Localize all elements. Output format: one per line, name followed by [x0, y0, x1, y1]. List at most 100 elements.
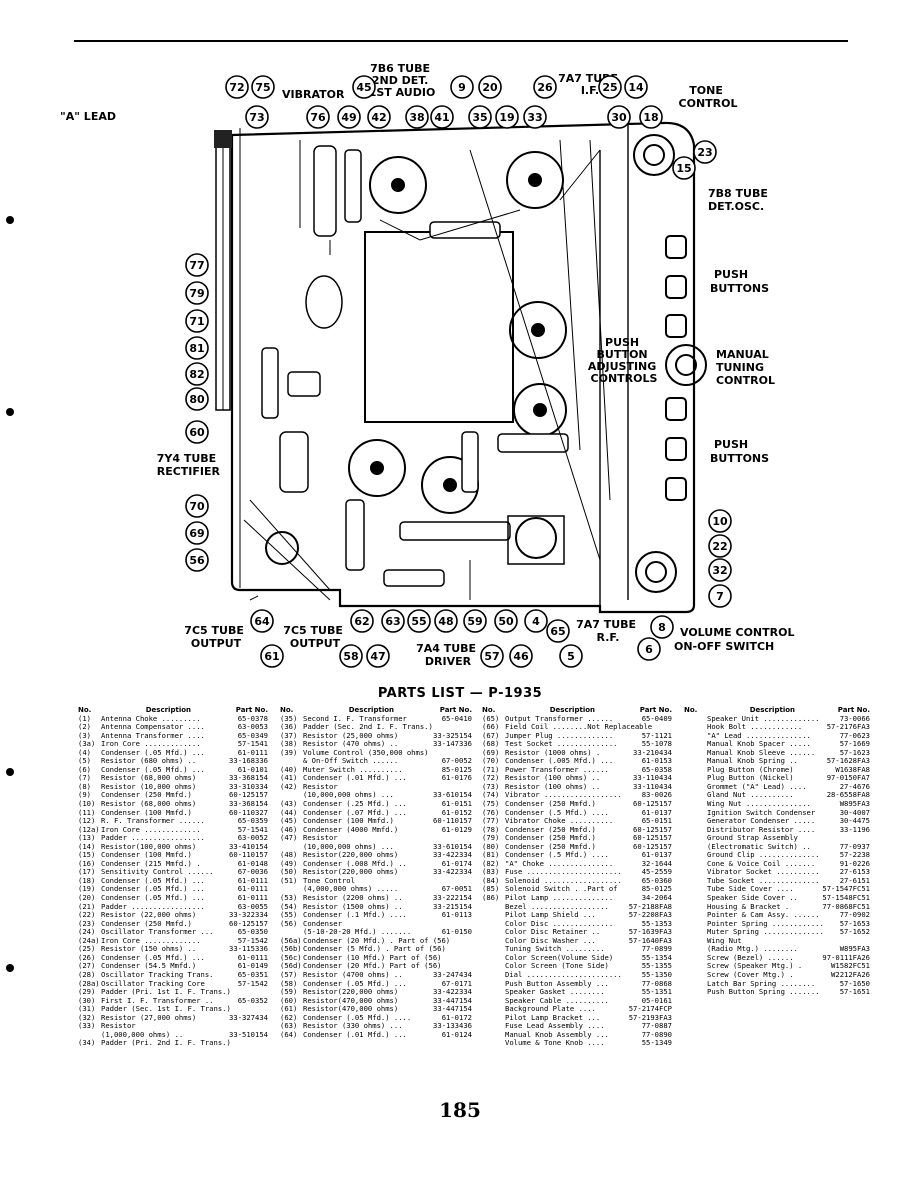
part-number: 33-422334	[433, 987, 472, 997]
callout-48: 48	[434, 609, 458, 633]
part-index	[684, 749, 707, 758]
callout-46: 46	[509, 644, 533, 668]
parts-list-row: "A" Lead ...............77-0623	[684, 731, 870, 741]
parts-list-row: Ground Strap Assembly	[684, 834, 870, 843]
part-number: 55-1350	[641, 969, 672, 979]
part-index: (44)	[280, 807, 298, 817]
part-description: (Electromatic Switch) ..	[707, 842, 811, 851]
push-buttons	[665, 235, 687, 501]
binder-hole	[6, 964, 14, 972]
part-number: 33-368154	[229, 773, 268, 783]
part-number: 27-6151	[839, 875, 870, 885]
part-number: 57-1542	[237, 978, 268, 988]
part-index: (56b)	[280, 944, 302, 954]
parts-list-row: (10,000,000 ohms) ...33-610154	[280, 842, 472, 852]
part-number: 61-0111	[237, 747, 268, 757]
part-number: 57-2193FA3	[628, 1012, 672, 1022]
parts-list-row: (49)Condenser (.008 Mfd.) ..61-0174	[280, 859, 472, 869]
part-index: (16)	[78, 858, 96, 868]
part-index: (46)	[280, 824, 298, 834]
svg-text:59: 59	[467, 615, 482, 628]
parts-list-row: Screw (Cover Mtg.) .W2212FA26	[684, 970, 870, 980]
part-description: Vibrator Socket ..........	[707, 868, 820, 877]
parts-list-row: Pointer & Cam Assy. ......77-0902	[684, 911, 870, 920]
part-description: Gland Nut ..........	[707, 791, 794, 800]
parts-list-row: Bezel ..................57-2188FA8	[482, 902, 672, 912]
parts-list-row: (6)Condenser (.05 Mfd.) ...61-0101	[78, 765, 268, 775]
svg-text:8: 8	[658, 621, 666, 634]
parts-list-row: (58)Condenser (.05 Mfd.) ...67-0171	[280, 979, 472, 989]
part-index: (18)	[78, 875, 96, 885]
parts-list-row: (62)Condenser (.05 Mfd.) ....61-0172	[280, 1013, 472, 1023]
part-description: Iron Core .............	[101, 740, 201, 749]
part-description: "A" Choke ...............	[505, 859, 614, 868]
part-number: 60-125157	[633, 799, 672, 809]
push-button-adjusting-label: PUSH BUTTON ADJUSTING CONTROLS	[588, 336, 660, 385]
part-index: (56)	[280, 918, 298, 928]
parts-list-row: (5-10-20-20 Mfd.) .......61-0150	[280, 928, 472, 937]
part-index: (8)	[78, 781, 91, 791]
part-number: 61-0124	[441, 1029, 472, 1039]
part-index	[482, 937, 505, 946]
part-index	[684, 843, 707, 852]
parts-list-row: (77)Vibrator Choke ..........65-0151	[482, 817, 672, 826]
parts-list-row: (63)Resistor (330 ohms) ...33-133436	[280, 1022, 472, 1031]
part-description: Speaker Unit .............	[707, 714, 820, 723]
callout-47: 47	[366, 644, 390, 668]
part-description: Condenser (.05 Mfd.) ...	[101, 953, 205, 962]
binder-hole	[6, 216, 14, 224]
parts-list-row: (4,000,000 ohms) .....67-0051	[280, 885, 472, 894]
parts-list-row: (56a)Condenser (20 Mfd.) . Part of (56)	[280, 936, 472, 946]
svg-text:33: 33	[527, 111, 542, 124]
part-index: (83)	[482, 867, 500, 877]
parts-list-row: Distributor Resistor ....33-1196	[684, 825, 870, 835]
part-number: 33-447154	[433, 995, 472, 1005]
part-index	[684, 851, 707, 860]
part-description: (5-10-20-20 Mfd.) .......	[303, 928, 412, 937]
part-number: 91-0226	[839, 858, 870, 868]
part-description: Solenoid ..................	[505, 876, 622, 885]
svg-text:71: 71	[189, 315, 204, 328]
part-description: Resistor(100,000 ohms)	[101, 842, 197, 851]
parts-list-row: (9)Condenser (250 Mmfd.)60-125157	[78, 791, 268, 800]
parts-list-row: (69)Resistor (1000 ohms) .33-210434	[482, 748, 672, 758]
part-description: Condenser (250 Mmfd.)	[505, 842, 596, 851]
header-part-no: Part No.	[837, 706, 870, 714]
svg-text:63: 63	[385, 615, 400, 628]
part-number: 55-1355	[641, 961, 672, 971]
part-number: 28-6558FA8	[826, 790, 870, 800]
part-number: 61-0137	[641, 807, 672, 817]
part-number: 97-0150FA7	[826, 773, 870, 783]
part-number: 33-368154	[229, 799, 268, 809]
svg-text:62: 62	[354, 615, 369, 628]
part-index: (32)	[78, 1012, 96, 1022]
part-index: (28a)	[78, 978, 100, 988]
a-lead-label: "A" LEAD	[60, 110, 116, 123]
part-description: Condenser (100 Mmfd.)	[101, 808, 192, 817]
part-index: (53)	[280, 893, 298, 903]
part-number: 61-0149	[237, 961, 268, 971]
part-index	[482, 954, 505, 963]
part-number: W895FA3	[839, 944, 870, 954]
parts-list-row: (41)Condenser (.01 Mfd.) ...61-0176	[280, 774, 472, 783]
parts-list-row: (16)Condenser (215 Mmfd.) .61-0148	[78, 858, 268, 869]
parts-list-row: (56b)Condenser (5 Mfd.) . Part of (56)	[280, 945, 472, 954]
part-number: 32-1644	[641, 858, 672, 868]
svg-text:32: 32	[712, 564, 727, 577]
svg-text:56: 56	[189, 554, 205, 567]
parts-list-row: Hook Bolt ............57-2176FA3	[684, 723, 870, 732]
part-index: (47)	[280, 833, 298, 843]
callout-55: 55	[407, 609, 431, 633]
part-description: Fuse ......................	[505, 868, 622, 877]
part-number: 57-2208FA3	[628, 910, 672, 920]
svg-text:15: 15	[676, 162, 691, 175]
parts-list-row: Color Disc Retainer ..57-1639FA3	[482, 928, 672, 937]
part-description: Second I. F. Transformer	[303, 714, 407, 723]
svg-text:42: 42	[371, 111, 386, 124]
part-index: (81)	[482, 850, 500, 860]
part-description: Condenser (.25 Mfd.) ...	[303, 800, 407, 809]
header-description: Description	[749, 706, 796, 714]
